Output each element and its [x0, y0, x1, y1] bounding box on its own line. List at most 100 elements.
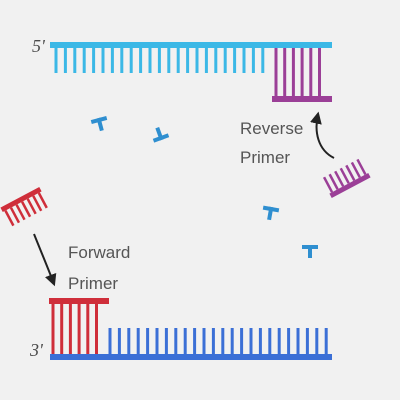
reverse-primer-bound — [272, 48, 332, 102]
nucleotide — [302, 245, 318, 258]
top-strand-base — [101, 48, 105, 73]
bottom-dna-strand — [50, 328, 332, 360]
bottom-strand-base — [324, 328, 328, 354]
three-prime-label: 3' — [30, 340, 43, 360]
forward-primer-bound — [49, 298, 109, 354]
forward-primer-base — [77, 304, 81, 354]
top-strand-base — [120, 48, 124, 73]
reverse-primer-base — [309, 48, 313, 96]
forward-primer-base — [68, 304, 72, 354]
reverse-primer-free-base — [322, 176, 334, 193]
bottom-strand-base — [287, 328, 291, 354]
bottom-strand-bases — [108, 328, 328, 354]
bottom-strand-base — [221, 328, 225, 354]
top-strand-base — [204, 48, 208, 73]
bottom-strand-base — [146, 328, 150, 354]
reverse-primer-label-line2: Primer — [240, 148, 291, 167]
forward-primer-base — [95, 304, 98, 354]
forward-primer-bound-bases — [51, 304, 98, 354]
top-strand-base — [54, 48, 58, 73]
bottom-strand-base — [127, 328, 131, 354]
nucleotide — [152, 126, 170, 143]
reverse-primer-base — [283, 48, 287, 96]
bottom-strand-base — [230, 328, 234, 354]
reverse-primer-base — [318, 48, 321, 96]
bottom-strand-base — [202, 328, 206, 354]
top-strand-bases — [54, 48, 265, 73]
forward-primer-free-base — [37, 192, 48, 209]
forward-primer-free-base — [32, 195, 43, 212]
reverse-primer-free-bases — [322, 158, 367, 193]
forward-primer-free-bases — [4, 192, 48, 227]
top-strand-base — [223, 48, 227, 73]
nucleotide — [262, 205, 280, 221]
forward-primer-free-base — [26, 198, 37, 215]
top-strand-backbone — [50, 42, 332, 48]
top-strand-base — [129, 48, 133, 73]
bottom-strand-base — [117, 328, 121, 354]
bottom-strand-base — [258, 328, 262, 354]
top-strand-base — [73, 48, 77, 73]
top-strand-base — [63, 48, 67, 73]
reverse-primer-base — [274, 48, 278, 96]
top-strand-base — [139, 48, 143, 73]
bottom-strand-base — [296, 328, 300, 354]
reverse-primer-free-base — [328, 173, 339, 190]
reverse-primer-bound-backbone — [272, 96, 332, 102]
top-strand-base — [176, 48, 180, 73]
top-strand-base — [214, 48, 218, 73]
forward-primer-arrow — [33, 233, 57, 287]
forward-primer-free-base — [20, 201, 32, 218]
bottom-strand-backbone — [50, 354, 332, 360]
bottom-strand-base — [240, 328, 244, 354]
reverse-primer-bound-bases — [274, 48, 321, 96]
top-strand-base — [251, 48, 255, 73]
forward-primer-free-backbone — [0, 186, 42, 213]
top-dna-strand — [50, 42, 332, 73]
bottom-strand-base — [164, 328, 168, 354]
reverse-primer-arrow — [310, 111, 335, 159]
bottom-strand-base — [249, 328, 253, 354]
bottom-strand-base — [315, 328, 319, 354]
reverse-primer-free-base — [345, 164, 356, 181]
bottom-strand-base — [108, 328, 112, 354]
bottom-strand-base — [183, 328, 187, 354]
top-strand-base — [167, 48, 171, 73]
top-strand-base — [157, 48, 161, 73]
bottom-strand-base — [268, 328, 272, 354]
bottom-strand-base — [136, 328, 140, 354]
bottom-strand-base — [211, 328, 215, 354]
reverse-primer-base — [300, 48, 304, 96]
forward-primer-free-base — [4, 210, 15, 227]
top-strand-base — [82, 48, 86, 73]
forward-primer-free — [0, 186, 48, 227]
reverse-primer-free-base — [356, 158, 367, 176]
reverse-primer-free-base — [339, 167, 350, 184]
top-strand-base — [92, 48, 96, 73]
bottom-strand-base — [305, 328, 309, 354]
reverse-primer-free — [322, 158, 371, 199]
bottom-strand-base — [155, 328, 159, 354]
forward-primer-base — [51, 304, 55, 354]
bottom-strand-base — [277, 328, 281, 354]
top-strand-base — [110, 48, 114, 73]
reverse-primer-free-base — [334, 170, 345, 187]
forward-primer-base — [60, 304, 64, 354]
nucleotide — [90, 115, 108, 132]
reverse-primer-free-backbone — [329, 172, 371, 199]
forward-primer-free-base — [9, 207, 21, 224]
forward-primer-label-line1: Forward — [68, 243, 131, 262]
forward-primer-free-base — [15, 204, 26, 221]
reverse-primer-label-line1: Reverse — [240, 119, 304, 138]
five-prime-label: 5' — [32, 36, 45, 56]
top-strand-base — [186, 48, 190, 73]
top-strand-base — [261, 48, 265, 73]
bottom-strand-base — [174, 328, 178, 354]
forward-primer-label-line2: Primer — [68, 274, 119, 293]
reverse-primer-free-base — [350, 161, 361, 179]
reverse-primer-base — [291, 48, 295, 96]
top-strand-base — [233, 48, 237, 73]
top-strand-base — [148, 48, 152, 73]
